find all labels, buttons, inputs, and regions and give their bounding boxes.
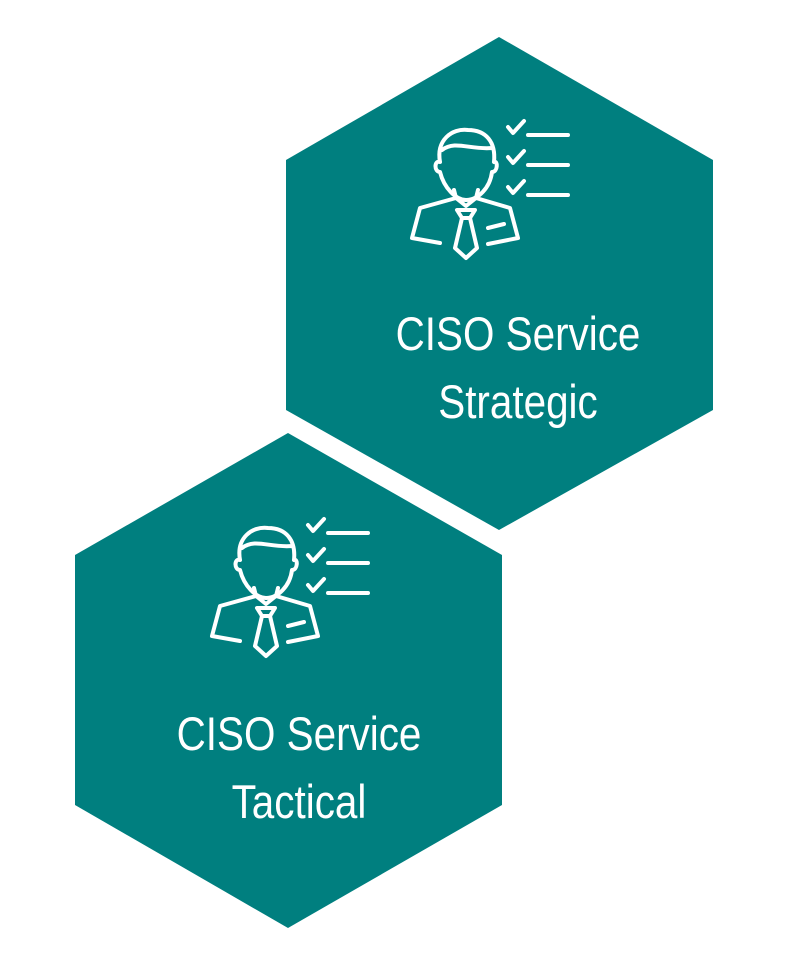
card-tactical-label: CISO Service Tactical	[127, 700, 471, 836]
card-strategic-line1: CISO Service	[395, 307, 641, 360]
card-tactical-line1: CISO Service	[176, 707, 422, 760]
consultant-checklist-icon	[210, 517, 370, 658]
card-strategic-label: CISO Service Strategic	[346, 300, 690, 436]
card-strategic-line2: Strategic	[438, 375, 598, 428]
hexagon-tactical[interactable]	[75, 433, 502, 928]
hexagon-strategic[interactable]	[286, 37, 713, 530]
consultant-checklist-icon	[410, 119, 570, 260]
card-tactical-line2: Tactical	[231, 775, 367, 828]
